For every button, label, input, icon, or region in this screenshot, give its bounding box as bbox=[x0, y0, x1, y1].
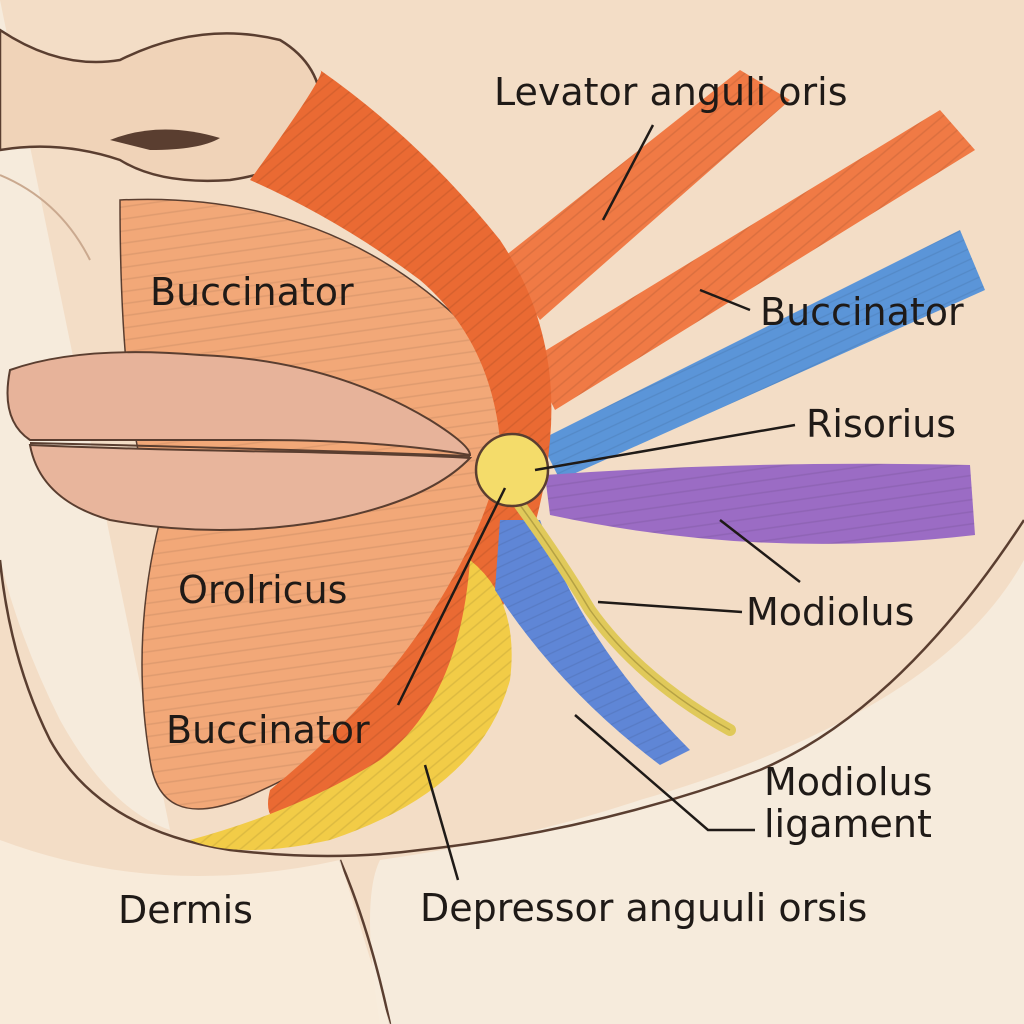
leader-purple bbox=[719, 519, 801, 583]
label-modiolus-ligament-line2: ligament bbox=[764, 801, 932, 846]
label-modiolus-ligament: Modiolus ligament bbox=[764, 760, 933, 846]
label-buccinator-right: Buccinator bbox=[760, 290, 964, 334]
modiolus-node bbox=[474, 432, 550, 508]
nostril bbox=[110, 129, 220, 150]
label-buccinator-upper: Buccinator bbox=[150, 270, 354, 314]
leader-levator bbox=[601, 124, 655, 221]
label-modiolus: Modiolus bbox=[746, 590, 915, 634]
neck-outline bbox=[338, 859, 392, 1024]
jaw-outline bbox=[0, 519, 1024, 858]
upper-lip bbox=[6, 351, 472, 457]
nasolabial-shade bbox=[0, 174, 91, 261]
leader-buccinator-right bbox=[699, 288, 751, 312]
leader-risorius bbox=[534, 423, 796, 472]
leader-buccinator-lower bbox=[396, 487, 507, 706]
lower-lip bbox=[28, 443, 473, 531]
label-risorius: Risorius bbox=[806, 402, 957, 446]
neck-skin-lower bbox=[0, 840, 390, 1024]
leader-depressor bbox=[423, 764, 460, 881]
label-buccinator-lower: Buccinator bbox=[166, 708, 370, 752]
leader-modiolus-ligament bbox=[574, 714, 755, 832]
label-dermis: Dermis bbox=[118, 888, 253, 932]
label-levator-anguli-oris: Levator anguli oris bbox=[494, 70, 848, 114]
label-orolricus: Orolricus bbox=[178, 568, 348, 612]
leader-lines bbox=[396, 124, 801, 881]
leader-modiolus bbox=[597, 600, 743, 614]
label-depressor: Depressor anguuli orsis bbox=[420, 886, 868, 930]
label-modiolus-ligament-line1: Modiolus bbox=[764, 760, 933, 804]
